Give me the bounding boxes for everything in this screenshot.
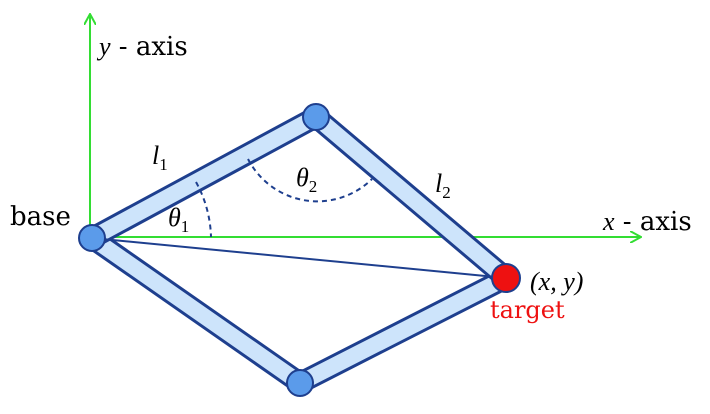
base-target-line [91, 237, 507, 279]
target-label: target [490, 296, 565, 324]
target-point [491, 263, 521, 293]
theta1-label: θ1 [168, 203, 189, 236]
theta2-label: θ2 [296, 163, 317, 196]
link2-label: l2 [435, 169, 451, 202]
base-label: base [10, 202, 71, 232]
link-upper-2-fill [308, 109, 514, 286]
link-upper-1-fill [84, 109, 324, 246]
lower-elbow-joint [286, 369, 314, 397]
link1-label: l1 [152, 141, 168, 174]
link-lower-1-fill [84, 230, 308, 391]
base-joint [78, 224, 106, 252]
y-axis-label: y - axis [96, 32, 188, 62]
theta1-arc [195, 181, 212, 238]
link-lower-2-fill [292, 270, 514, 391]
theta2-arc [247, 158, 373, 203]
target-coordinate-label: (x, y) [530, 267, 583, 296]
upper-elbow-joint [302, 103, 330, 131]
x-axis-label: x - axis [602, 207, 692, 237]
